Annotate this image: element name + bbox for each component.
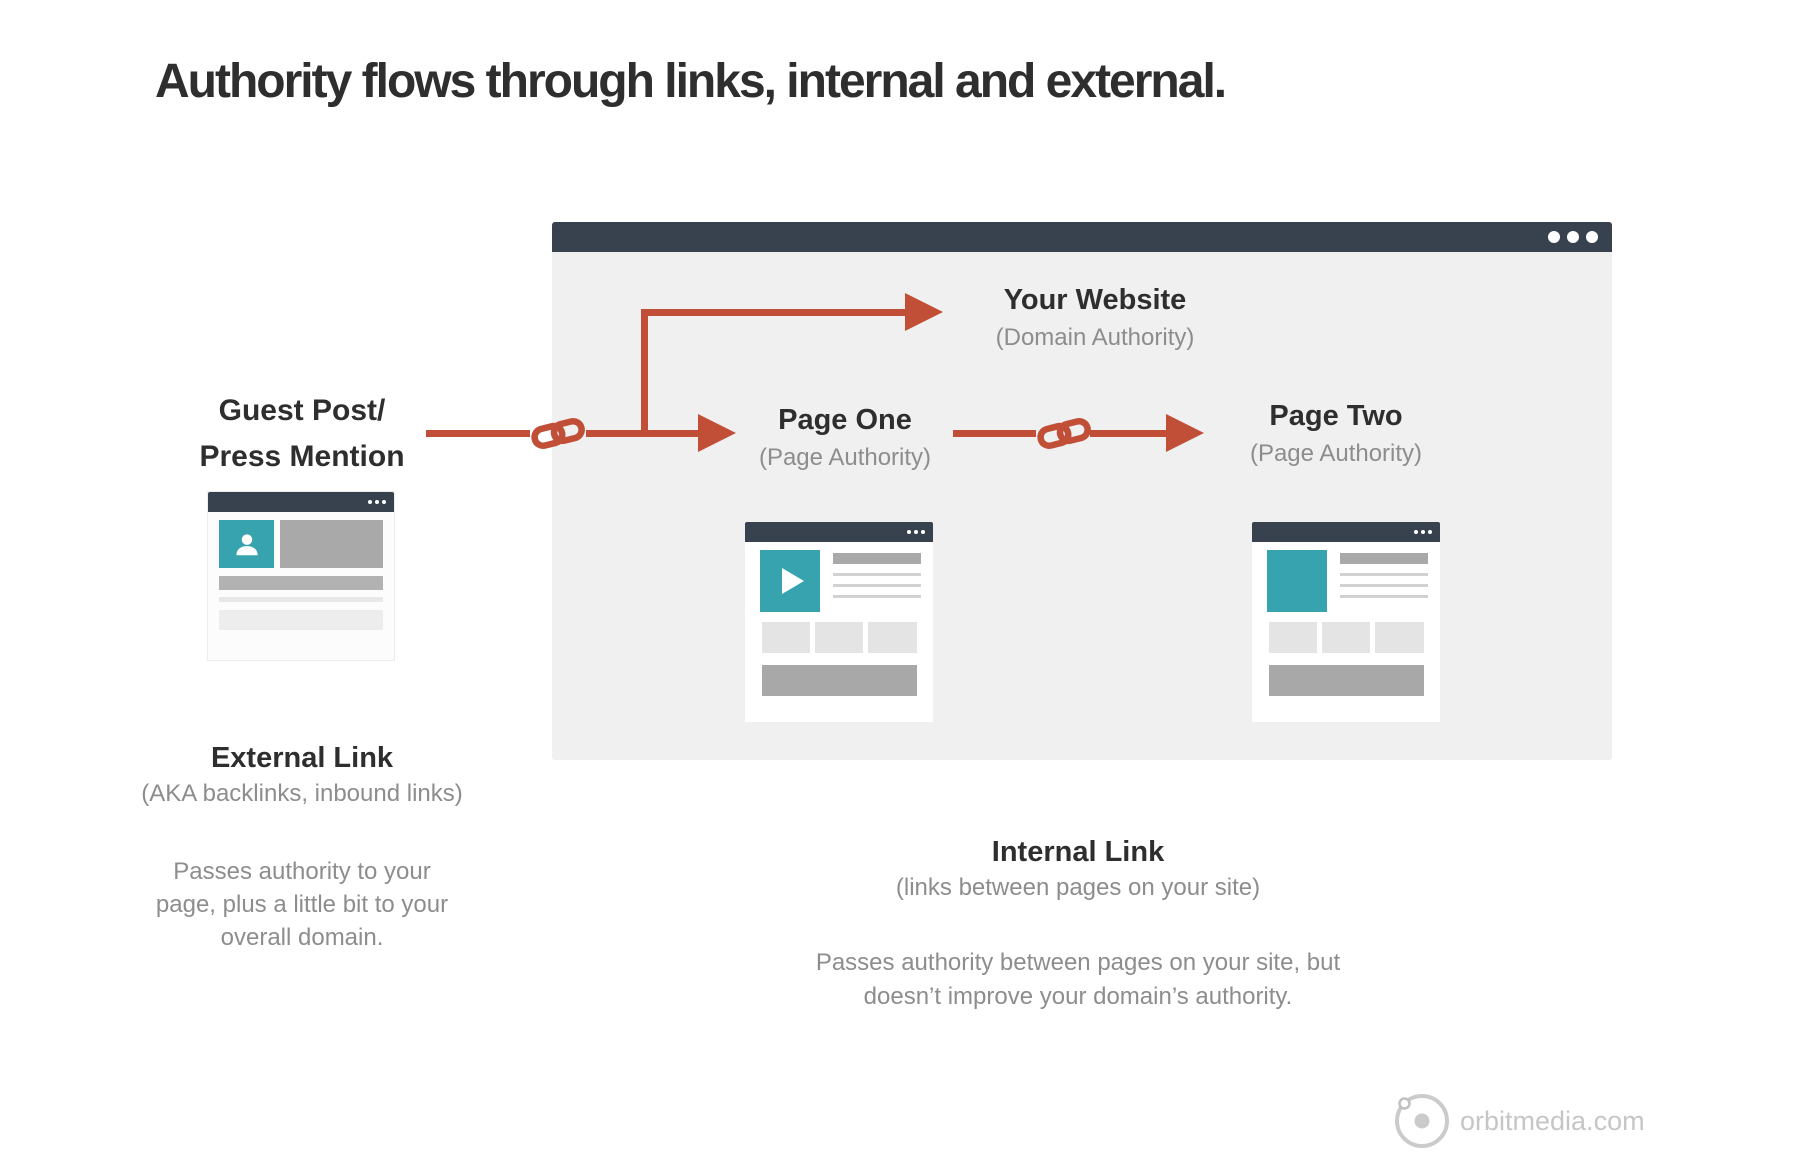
internal-link-description: Passes authority between pages on your s…	[815, 949, 1341, 1010]
content-bar	[833, 553, 921, 564]
avatar-tile	[219, 520, 274, 568]
text-line	[833, 573, 921, 576]
link-chain-icon	[531, 417, 585, 449]
link-chain-icon	[1037, 417, 1091, 449]
external-arrow-line	[426, 430, 530, 437]
internal-link-heading: Internal Link	[991, 836, 1165, 868]
content-bar	[762, 665, 917, 696]
branch-arrow-line	[641, 309, 648, 436]
text-line	[833, 584, 921, 587]
arrowhead-icon	[698, 414, 736, 452]
play-icon	[782, 568, 804, 594]
page-one-label: Page One (Page Authority)	[759, 404, 931, 472]
window-dots-icon	[907, 530, 925, 534]
internal-link-subheading: (links between pages on your site)	[895, 874, 1261, 901]
content-bar	[219, 610, 383, 630]
content-tile	[1322, 622, 1370, 653]
text-line	[1340, 573, 1428, 576]
image-tile	[1267, 550, 1327, 612]
page-one-sublabel: (Page Authority)	[758, 444, 932, 471]
orbit-logo-icon	[1395, 1094, 1449, 1148]
guest-post-label: Guest Post/ Press Mention	[199, 388, 404, 480]
text-line	[1340, 595, 1428, 598]
page-two-sublabel: (Page Authority)	[1249, 440, 1423, 467]
page-title: Authority flows through links, internal …	[155, 55, 1227, 108]
content-tile	[1375, 622, 1424, 653]
brand-text: orbitmedia.com	[1460, 1106, 1645, 1136]
page-two-title: Page Two	[1269, 400, 1403, 432]
content-bar	[1340, 553, 1428, 564]
content-tile	[815, 622, 863, 653]
guest-post-line1: Guest Post/	[218, 394, 386, 427]
content-tile	[868, 622, 917, 653]
text-line	[833, 595, 921, 598]
internal-arrow-line	[953, 430, 1036, 437]
arrowhead-icon	[1166, 414, 1204, 452]
external-link-description: Passes authority to your page, plus a li…	[155, 858, 449, 951]
content-tile	[1269, 622, 1317, 653]
person-icon	[235, 534, 258, 556]
window-dots-icon	[1548, 231, 1598, 243]
thumbnail-titlebar	[745, 522, 933, 542]
page-two-label: Page Two (Page Authority)	[1250, 400, 1422, 468]
content-block	[280, 520, 383, 568]
window-dot	[1548, 231, 1560, 243]
window-titlebar	[552, 222, 1612, 252]
window-dot	[1414, 530, 1418, 534]
content-bar	[219, 597, 383, 602]
content-bar	[1269, 665, 1424, 696]
external-link-heading: External Link	[210, 742, 394, 774]
page-one-thumbnail	[745, 522, 933, 722]
video-tile	[760, 550, 820, 612]
text-line	[1340, 584, 1428, 587]
thumbnail-titlebar	[208, 492, 394, 512]
external-link-subheading: (AKA backlinks, inbound links)	[141, 780, 463, 807]
internal-arrow-line	[1090, 430, 1166, 437]
your-website-label: Your Website (Domain Authority)	[996, 284, 1195, 352]
window-dots-icon	[368, 500, 386, 504]
guest-post-thumbnail	[208, 492, 394, 660]
content-bar	[219, 576, 383, 590]
domain-authority-sublabel: (Domain Authority)	[995, 324, 1195, 351]
window-dot	[907, 530, 911, 534]
window-dot	[382, 500, 386, 504]
thumbnail-titlebar	[1252, 522, 1440, 542]
window-dots-icon	[1414, 530, 1432, 534]
window-dot	[1421, 530, 1425, 534]
content-tile	[762, 622, 810, 653]
branch-arrow-line	[641, 309, 905, 316]
window-dot	[375, 500, 379, 504]
window-dot	[1567, 231, 1579, 243]
window-dot	[368, 500, 372, 504]
page-two-thumbnail	[1252, 522, 1440, 722]
window-dot	[914, 530, 918, 534]
page-one-title: Page One	[778, 404, 912, 436]
window-dot	[921, 530, 925, 534]
arrowhead-icon	[905, 293, 943, 331]
guest-post-line2: Press Mention	[199, 440, 405, 473]
window-dot	[1428, 530, 1432, 534]
your-website-title: Your Website	[1003, 284, 1187, 316]
window-dot	[1586, 231, 1598, 243]
